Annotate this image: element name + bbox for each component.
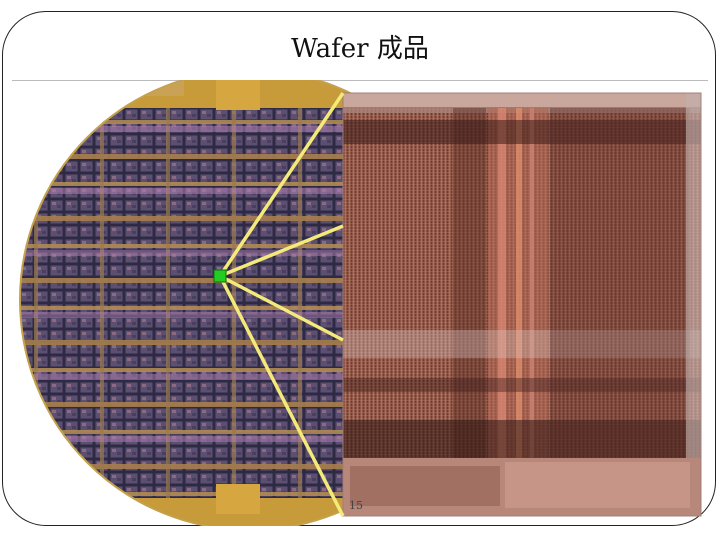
die-micrograph	[342, 92, 702, 517]
zoom-callout-lines	[218, 92, 345, 517]
highlighted-die-marker	[213, 269, 227, 283]
slide-title: Wafer 成品	[291, 34, 429, 64]
slide-frame	[2, 11, 716, 526]
page-number: 15	[349, 499, 363, 512]
title-divider	[12, 80, 708, 81]
